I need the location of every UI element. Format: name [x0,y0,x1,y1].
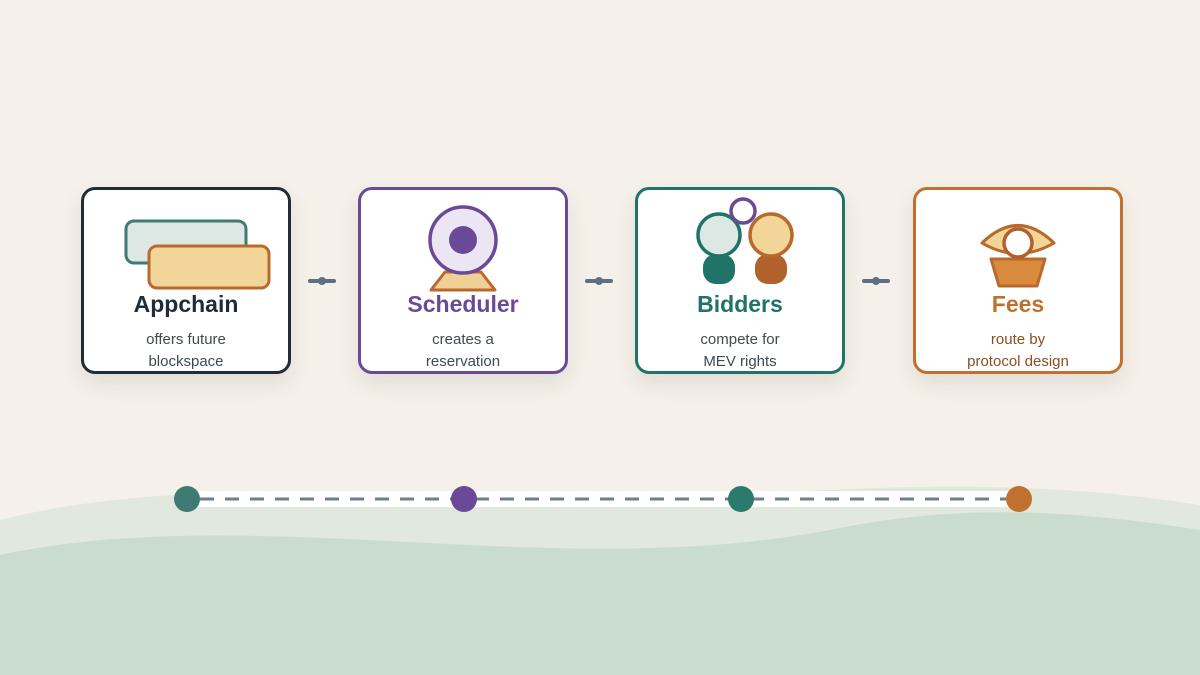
eye-over-basket-icon [980,224,1056,288]
step-description: creates a reservation [361,329,565,373]
timeline [174,486,1032,512]
connector-icon [862,277,890,285]
step-card-bidders: Bidders compete for MEV rights [635,187,845,374]
timeline-node-bidders [728,486,754,512]
stacked-blocks-icon [124,219,271,290]
step-description-line: creates a [432,331,494,348]
step-description-line: blockspace [148,353,224,370]
step-description-line: protocol design [967,353,1069,370]
timeline-node-scheduler [451,486,477,512]
bidders-group-icon [696,197,794,284]
step-card-fees: Fees route by protocol design [913,187,1123,374]
hill-front [0,512,1200,675]
step-description: compete for MEV rights [638,329,842,373]
step-title: Bidders [697,291,783,317]
step-card-scheduler: Scheduler creates a reservation [358,187,568,374]
step-description-line: route by [990,331,1046,348]
step-title: Scheduler [407,291,519,317]
step-description-line: compete for [700,331,780,348]
step-description: route by protocol design [916,329,1120,373]
connector-icon [585,277,613,285]
timeline-node-fees [1006,486,1032,512]
step-description: offers future blockspace [84,329,288,373]
step-description-line: MEV rights [703,353,777,370]
connector-icon [308,277,336,285]
clock-on-pedestal-icon [428,205,498,292]
step-description-line: offers future [146,331,226,348]
step-description-line: reservation [425,353,501,370]
step-title: Appchain [133,291,239,317]
timeline-node-appchain [174,486,200,512]
step-card-appchain: Appchain offers future blockspace [81,187,291,374]
step-title: Fees [991,291,1045,317]
